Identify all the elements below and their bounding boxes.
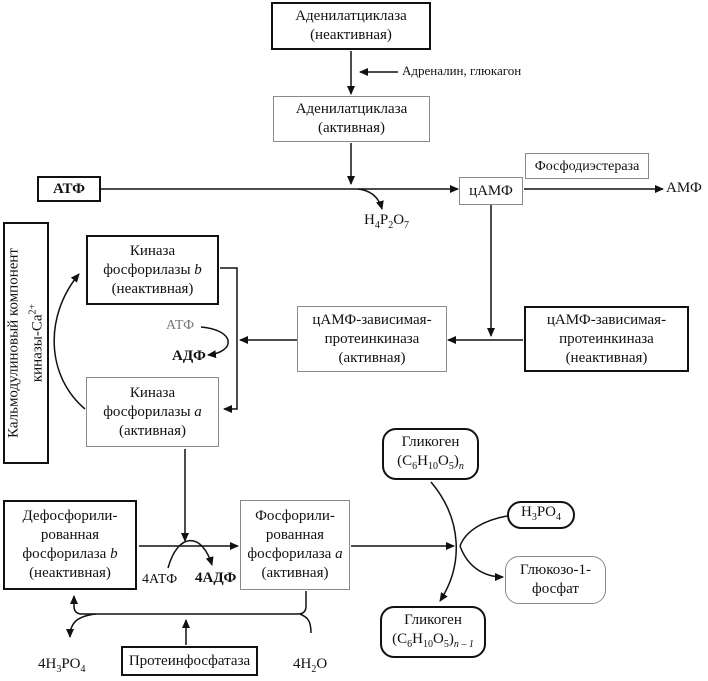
amp-label: АМФ xyxy=(666,180,702,196)
protein-phosphatase-box: Протеинфосфатаза xyxy=(121,646,258,676)
phosphorylated-phosphorylase-a: Фосфорили- рованная фосфорилаза a (актив… xyxy=(240,500,350,590)
adp-kinase-label: АДФ xyxy=(172,348,206,364)
glycogen-n-minus-1-box: Гликоген (C6H10O5)n – 1 xyxy=(380,606,486,658)
hormone-label: Адреналин, глюкагон xyxy=(402,63,522,78)
adp4-label: 4АДФ xyxy=(195,570,237,586)
dephosphorylated-phosphorylase-b: Дефосфорили- рованная фосфорилаза b (неа… xyxy=(3,500,137,590)
glycogen-n-box: Гликоген (C6H10O5)n xyxy=(382,428,479,480)
adenylate-cyclase-inactive: Аденилатциклаза (неактивная) xyxy=(271,2,431,50)
atp-box: АТФ xyxy=(37,176,101,202)
camp-box: цАМФ xyxy=(459,177,523,205)
arrow-h2o-input xyxy=(299,613,312,634)
phosphorylase-kinase-b: Киназа фосфорилазы b (неактивная) xyxy=(86,235,219,305)
camp-protein-kinase-active: цАМФ-зависимая- протеинкиназа (активная) xyxy=(297,306,447,372)
phosphorylase-kinase-a: Киназа фосфорилазы a (активная) xyxy=(86,377,219,447)
arrow-h3po4-input xyxy=(459,515,508,547)
arrow-4atp-to-4adp xyxy=(167,539,214,569)
atp4-label: 4АТФ xyxy=(142,572,178,587)
arrow-h3po4-output xyxy=(66,613,97,638)
atp-kinase-label: АТФ xyxy=(166,318,195,333)
adenylate-cyclase-active: Аденилатциклаза (активная) xyxy=(273,96,430,142)
arrow-pyrophosphate-release xyxy=(357,188,384,210)
arrow-kinase-b-to-a xyxy=(220,267,238,413)
h3po4-4-label: 4H3PO4 xyxy=(38,656,86,675)
arrow-calmodulin xyxy=(53,273,86,410)
glucose-1-phosphate-box: Глюкозо-1- фосфат xyxy=(505,556,606,604)
pyrophosphate-label: H4P2O7 xyxy=(364,212,410,231)
phosphodiesterase-box: Фосфодиэстераза xyxy=(525,153,649,179)
arrow-glucose-output xyxy=(459,545,504,581)
calmodulin-kinase-box: Кальмодулиновый компонент киназы-Ca2+ xyxy=(3,222,49,464)
arrow-glycogen-cleavage xyxy=(430,481,457,602)
h3po4-box: H3PO4 xyxy=(507,501,575,529)
h2o-4-label: 4H2O xyxy=(293,656,328,675)
arrow-atp-to-adp xyxy=(200,326,229,359)
arrow-dephosphorylation xyxy=(70,591,307,615)
camp-protein-kinase-inactive: цАМФ-зависимая- протеинкиназа (неактивна… xyxy=(524,306,689,372)
